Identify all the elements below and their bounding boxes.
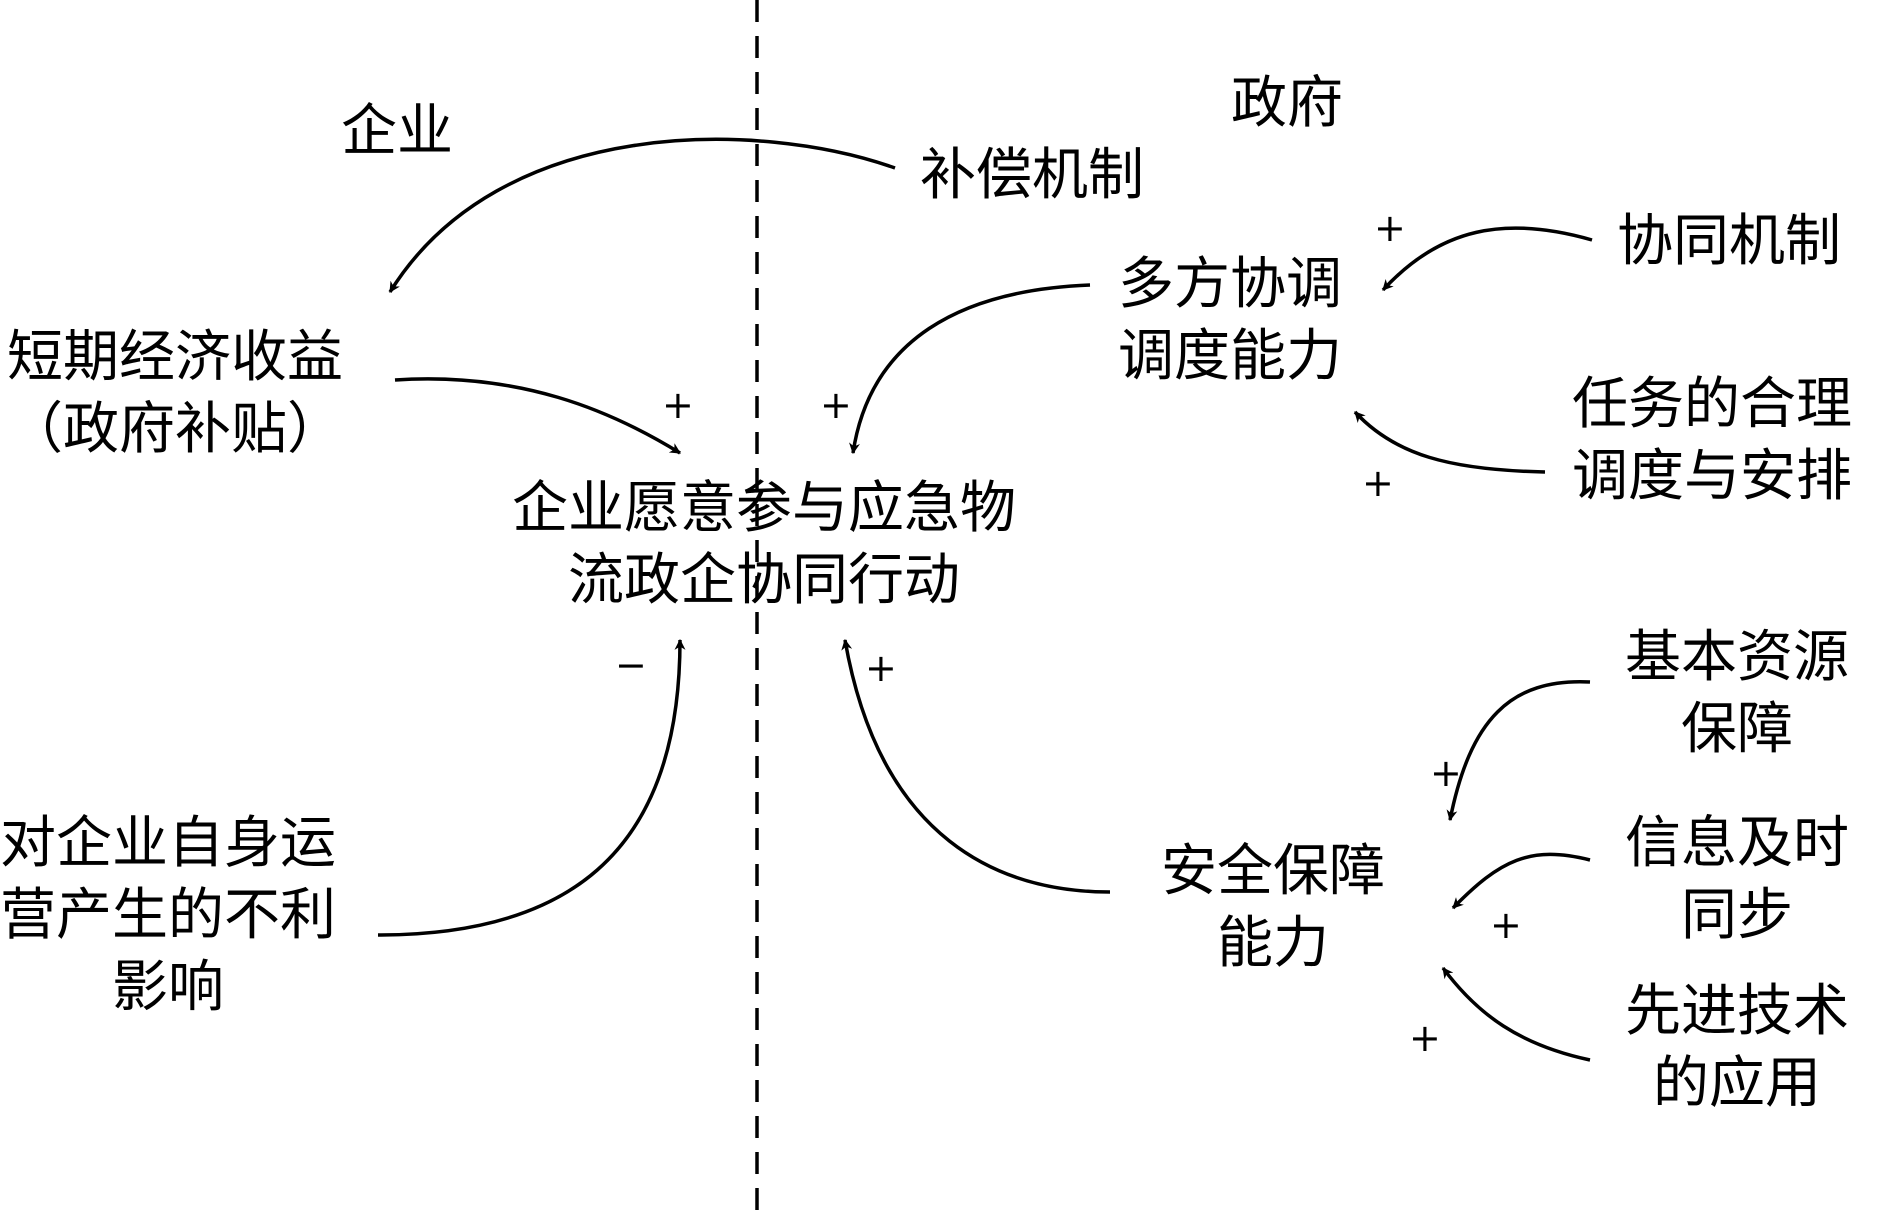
advanced-tech-line1: 先进技术 — [1625, 979, 1849, 1044]
adverse-impact-node: 对企业自身运 营产生的不利 影响 — [0, 808, 336, 1024]
basic-resources-line2: 保障 — [1681, 697, 1793, 762]
sign-adverse-to-center: − — [615, 643, 647, 687]
basic-resources-line1: 基本资源 — [1625, 625, 1849, 690]
coordination-mechanism-node: 协同机制 — [1617, 209, 1841, 274]
center-node-line2: 流政企协同行动 — [568, 548, 960, 613]
short-term-income-line1: 短期经济收益 — [7, 325, 343, 390]
arrow-short-income-to-center — [394, 377, 681, 455]
center-node-line1: 企业愿意参与应急物 — [512, 476, 1016, 541]
basic-resources-node: 基本资源 保障 — [1625, 622, 1849, 766]
short-term-income-line2: （政府补贴） — [7, 397, 343, 462]
adverse-impact-line2: 营产生的不利 — [0, 883, 336, 948]
short-term-income-node: 短期经济收益 （政府补贴） — [7, 322, 343, 466]
arrow-adverse-to-center — [377, 638, 686, 937]
task-scheduling-line2: 调度与安排 — [1572, 444, 1852, 509]
sign-info-to-safety: + — [1490, 903, 1522, 947]
advanced-tech-node: 先进技术 的应用 — [1625, 976, 1849, 1120]
arrow-multi-party-to-center — [849, 283, 1091, 455]
arrow-tech-to-safety — [1441, 966, 1591, 1062]
center-node: 企业愿意参与应急物 流政企协同行动 — [512, 473, 1016, 617]
info-sync-line2: 同步 — [1681, 883, 1793, 948]
safety-line1: 安全保障 — [1161, 839, 1385, 904]
adverse-impact-line1: 对企业自身运 — [0, 811, 336, 876]
arrow-task-to-multi-party — [1353, 410, 1546, 474]
sign-basic-to-safety: + — [1430, 751, 1462, 795]
safety-node: 安全保障 能力 — [1161, 836, 1385, 980]
sign-multi-party-to-center: + — [820, 383, 852, 427]
advanced-tech-line2: 的应用 — [1653, 1051, 1821, 1116]
sign-coordination-to-multi: + — [1374, 206, 1406, 250]
arrow-compensation-to-short-income — [388, 137, 896, 293]
multi-party-line2: 调度能力 — [1118, 324, 1342, 389]
info-sync-line1: 信息及时 — [1625, 811, 1849, 876]
enterprise-region-label: 企业 — [341, 99, 453, 164]
info-sync-node: 信息及时 同步 — [1625, 808, 1849, 952]
compensation-node: 补偿机制 — [920, 143, 1144, 208]
sign-short-income-to-center: + — [662, 383, 694, 427]
multi-party-line1: 多方协调 — [1118, 252, 1342, 317]
sign-tech-to-safety: + — [1409, 1016, 1441, 1060]
sign-safety-to-center: + — [865, 646, 897, 690]
safety-line2: 能力 — [1217, 911, 1329, 976]
multi-party-node: 多方协调 调度能力 — [1118, 249, 1342, 393]
task-scheduling-node: 任务的合理 调度与安排 — [1572, 369, 1852, 513]
arrow-basic-resources-to-safety — [1446, 680, 1591, 822]
adverse-impact-line3: 影响 — [112, 955, 224, 1020]
task-scheduling-line1: 任务的合理 — [1572, 372, 1852, 437]
government-region-label: 政府 — [1231, 71, 1343, 136]
sign-task-to-multi: + — [1362, 461, 1394, 505]
arrow-coordination-to-multi-party — [1381, 226, 1593, 292]
arrow-safety-to-center — [841, 638, 1111, 894]
arrow-info-to-safety — [1451, 852, 1591, 910]
